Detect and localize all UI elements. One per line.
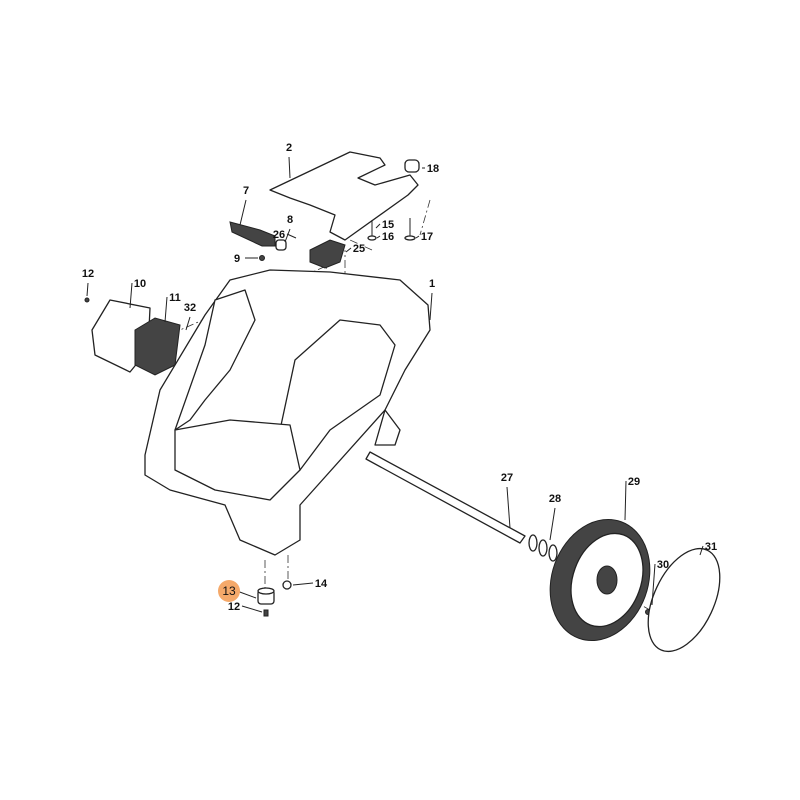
bracket-part-25[interactable] <box>309 239 346 269</box>
callout-15[interactable]: 15 <box>375 219 394 231</box>
callout-number: 8 <box>287 214 293 226</box>
leader-line <box>699 545 704 556</box>
callout-9[interactable]: 9 <box>234 253 258 265</box>
callout-number: 31 <box>705 541 717 553</box>
leader-line <box>86 282 89 297</box>
switch-part-11[interactable] <box>134 317 181 376</box>
callout-number: 11 <box>169 292 181 304</box>
callout-number: 18 <box>427 163 439 175</box>
screw-part-12-top <box>84 297 90 303</box>
callout-30[interactable]: 30 <box>651 559 669 606</box>
callout-number: 1 <box>429 278 435 290</box>
callout-11[interactable]: 11 <box>164 292 181 323</box>
leader-line <box>164 296 168 323</box>
leader-line <box>239 199 247 226</box>
leader-line <box>241 605 263 613</box>
foot-part-13[interactable] <box>257 587 275 605</box>
callout-10[interactable]: 10 <box>129 278 146 309</box>
handle-grip-part-7[interactable] <box>229 221 287 261</box>
nut-part-14 <box>282 580 292 590</box>
callout-29[interactable]: 29 <box>624 476 640 521</box>
housing-part-1[interactable] <box>144 269 431 556</box>
callout-2[interactable]: 2 <box>286 142 292 179</box>
callout-8[interactable]: 8 <box>284 214 293 243</box>
leader-line <box>506 486 511 529</box>
leader-line <box>185 316 191 331</box>
callout-number: 16 <box>382 231 394 243</box>
mounting-plate-part-2[interactable] <box>269 151 419 241</box>
callout-32[interactable]: 32 <box>184 302 196 331</box>
callout-13[interactable]: 13 <box>218 580 257 602</box>
callout-number: 28 <box>549 493 561 505</box>
callout-27[interactable]: 27 <box>501 472 513 529</box>
callout-number: 17 <box>421 231 433 243</box>
callout-number: 12 <box>228 601 240 613</box>
wheel-part-29[interactable] <box>534 505 667 654</box>
leader-line <box>376 235 381 239</box>
fasteners <box>367 159 420 241</box>
washers-part-28[interactable] <box>528 534 558 562</box>
leader-line <box>286 233 297 239</box>
callout-number: 25 <box>353 243 365 255</box>
leader-line <box>236 590 257 599</box>
leader-line <box>624 480 627 521</box>
callout-number: 12 <box>82 268 94 280</box>
callout-number: 13 <box>222 584 236 598</box>
callout-number: 9 <box>234 253 240 265</box>
screw-part-12-bottom <box>263 609 269 617</box>
callout-7[interactable]: 7 <box>239 185 249 226</box>
callout-number: 10 <box>134 278 146 290</box>
leader-line <box>549 507 556 541</box>
callout-31[interactable]: 31 <box>699 541 717 556</box>
callout-number: 7 <box>243 185 249 197</box>
leader-line <box>429 292 433 321</box>
callout-1[interactable]: 1 <box>429 278 435 321</box>
callout-17[interactable]: 17 <box>415 231 433 243</box>
callout-number: 2 <box>286 142 292 154</box>
callout-number: 15 <box>382 219 394 231</box>
callout-number: 29 <box>628 476 640 488</box>
callout-14[interactable]: 14 <box>292 578 328 590</box>
callout-25[interactable]: 25 <box>345 243 365 255</box>
leader-line <box>288 156 291 179</box>
axle-part-27[interactable] <box>365 451 526 544</box>
leader-line <box>129 282 133 309</box>
callout-18[interactable]: 18 <box>422 163 439 175</box>
leader-line <box>651 563 656 606</box>
callout-number: 32 <box>184 302 196 314</box>
hubcap-part-31[interactable] <box>634 537 735 662</box>
leader-line <box>292 582 314 586</box>
leader-line <box>415 235 420 239</box>
leader-line <box>284 228 291 243</box>
callout-12[interactable]: 12 <box>82 268 94 297</box>
highlight-circle <box>218 580 240 602</box>
leader-line <box>375 223 381 229</box>
callout-16[interactable]: 16 <box>376 231 394 243</box>
callout-26[interactable]: 26 <box>273 229 297 241</box>
callout-number: 14 <box>315 578 328 590</box>
callout-number: 26 <box>273 229 285 241</box>
callout-number: 30 <box>657 559 669 571</box>
callout-number: 27 <box>501 472 513 484</box>
leader-line <box>345 247 352 253</box>
callout-12[interactable]: 12 <box>228 601 263 613</box>
callout-28[interactable]: 28 <box>549 493 561 541</box>
